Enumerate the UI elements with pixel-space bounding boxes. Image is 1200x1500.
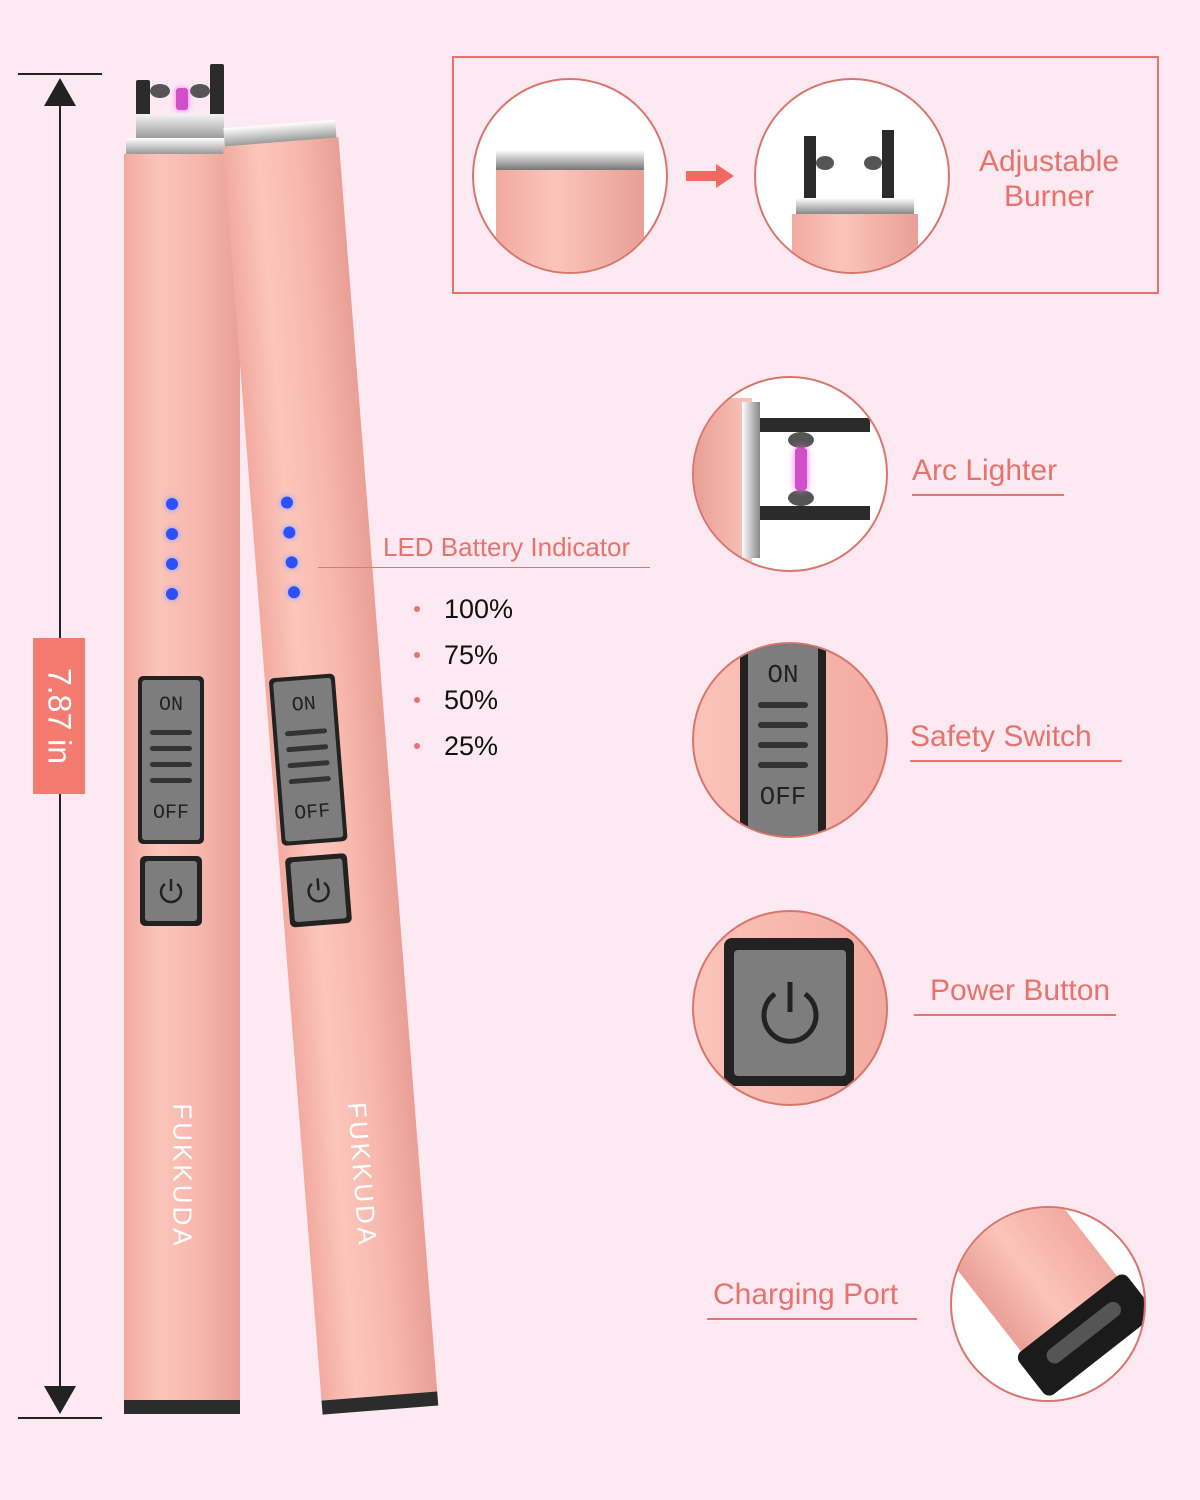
switch-off-label: OFF <box>293 800 332 826</box>
burner-closed-circle <box>472 78 668 274</box>
lighter-left: ON OFF FUKKUDA <box>124 64 240 1420</box>
list-item: 50% <box>414 683 498 717</box>
power-button-label: Power Button <box>914 974 1116 1016</box>
safety-switch[interactable]: ON OFF <box>138 676 204 844</box>
led-level: 100% <box>444 593 514 624</box>
charging-port-circle <box>950 1206 1146 1402</box>
arc-head <box>136 64 228 142</box>
burner-open-circle <box>754 78 950 274</box>
led-level: 50% <box>444 684 499 715</box>
switch-on-label: ON <box>291 692 317 718</box>
power-icon <box>761 982 819 1044</box>
switch-on-label: ON <box>158 694 183 717</box>
arrow-right-icon <box>686 164 734 188</box>
power-button[interactable] <box>140 856 202 926</box>
arc-lighter-circle <box>692 376 888 572</box>
power-icon <box>159 879 183 904</box>
arc-lighter-label: Arc Lighter <box>912 454 1064 496</box>
dimension-indicator: 7.87 in <box>18 72 104 1420</box>
power-button[interactable] <box>284 852 353 928</box>
adjustable-burner-panel: Adjustable Burner <box>452 56 1159 294</box>
power-button-circle <box>692 910 888 1106</box>
dimension-label: 7.87 in <box>41 667 78 765</box>
bullet-icon <box>414 743 420 749</box>
charging-port-label: Charging Port <box>707 1278 917 1320</box>
led-dot-icon <box>166 558 178 570</box>
led-dot-icon <box>166 588 178 600</box>
bullet-icon <box>414 606 420 612</box>
switch-on-label: ON <box>767 660 799 690</box>
led-battery-indicator-label: LED Battery Indicator <box>383 532 631 562</box>
safety-switch-circle: ON OFF <box>692 642 888 838</box>
dimension-label-box: 7.87 in <box>33 638 85 794</box>
led-level: 25% <box>444 730 499 761</box>
safety-switch-label: Safety Switch <box>910 720 1122 762</box>
led-leader-line <box>318 566 650 568</box>
lighter-right: ON OFF FUKKUDA <box>221 119 439 1418</box>
led-level: 75% <box>444 639 499 670</box>
list-item: 75% <box>414 638 498 672</box>
bullet-icon <box>414 652 420 658</box>
adjustable-burner-label: Adjustable Burner <box>978 145 1120 213</box>
bullet-icon <box>414 697 420 703</box>
switch-off-label: OFF <box>759 782 807 812</box>
list-item: 100% <box>414 592 513 626</box>
power-icon <box>307 878 330 903</box>
safety-switch[interactable]: ON OFF <box>268 673 348 847</box>
list-item: 25% <box>414 729 498 763</box>
switch-off-label: OFF <box>152 802 189 825</box>
led-dot-icon <box>166 498 178 510</box>
led-dot-icon <box>166 528 178 540</box>
brand-text: FUKKUDA <box>167 1103 198 1249</box>
